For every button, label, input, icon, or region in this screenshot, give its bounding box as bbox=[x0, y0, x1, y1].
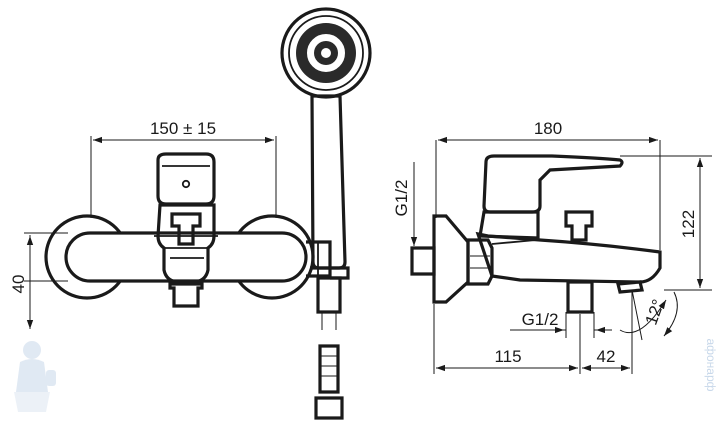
side-outlet bbox=[566, 280, 594, 314]
side-rosette bbox=[432, 214, 470, 304]
side-aerator bbox=[615, 280, 645, 294]
side-lever bbox=[482, 154, 624, 214]
plumber-mascot-icon bbox=[14, 341, 56, 412]
dim-side-spout: 42 bbox=[597, 347, 616, 366]
lever-handle bbox=[156, 152, 216, 206]
dim-thread-bottom: G1/2 bbox=[522, 310, 559, 329]
front-view: 150 ± 15 40 bbox=[9, 7, 372, 420]
side-view: 180 122 G1/2 G1/2 115 42 12° bbox=[392, 119, 712, 374]
side-body bbox=[475, 231, 662, 284]
dim-side-width: 180 bbox=[534, 119, 562, 138]
dim-thread-top: G1/2 bbox=[392, 180, 411, 217]
cartridge-housing bbox=[156, 203, 216, 284]
side-cartridge bbox=[478, 210, 540, 240]
watermark-text: афонарф bbox=[704, 338, 716, 391]
dim-front-height: 40 bbox=[9, 275, 28, 294]
spout-outlet bbox=[168, 282, 204, 308]
diverter-knob bbox=[170, 212, 202, 246]
shower-hose bbox=[316, 276, 342, 314]
side-diverter bbox=[564, 210, 594, 242]
dim-side-base: 115 bbox=[494, 347, 521, 366]
mixer-body bbox=[64, 231, 308, 283]
wall-connector bbox=[410, 246, 436, 276]
dim-side-height: 122 bbox=[679, 210, 698, 238]
dim-spout-angle: 12° bbox=[642, 297, 669, 328]
dim-front-width: 150 ± 15 bbox=[150, 119, 216, 138]
